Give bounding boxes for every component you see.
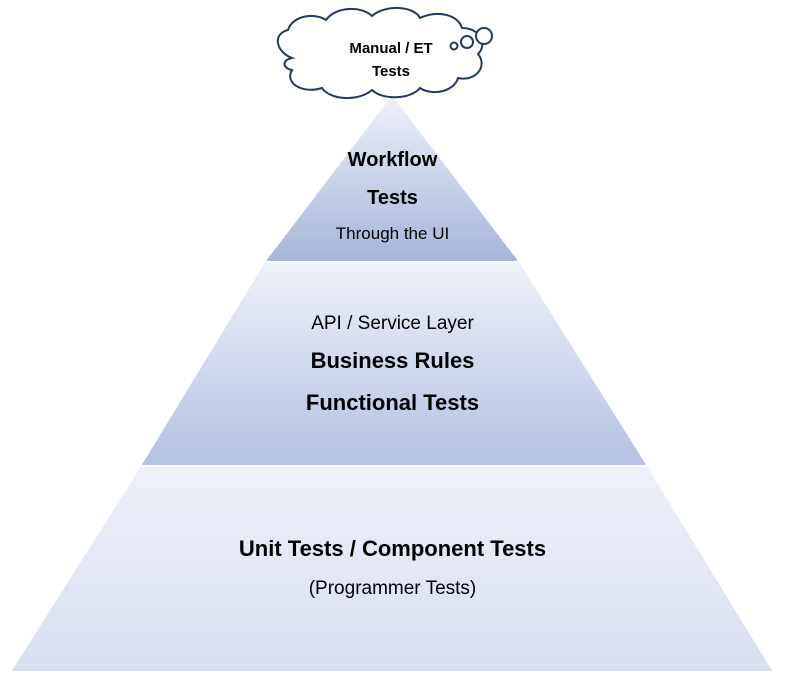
thought-bubble-medium	[460, 35, 474, 49]
bottom-tier-title: Unit Tests / Component Tests	[238, 536, 547, 561]
cloud-label-line2: Tests	[371, 63, 411, 80]
middle-tier-title-line1: Business Rules	[310, 348, 475, 373]
middle-tier-title-line2: Functional Tests	[305, 390, 480, 415]
middle-tier-subtitle: API / Service Layer	[311, 313, 474, 334]
cloud-shape	[277, 7, 484, 99]
top-tier-subtitle: Through the UI	[335, 224, 450, 243]
pyramid-tier-bottom	[8, 465, 776, 673]
top-tier-title-line2: Tests	[367, 187, 418, 209]
bottom-tier-subtitle: (Programmer Tests)	[308, 578, 477, 599]
cloud-label-line1: Manual / ET	[349, 40, 433, 57]
thought-cloud	[277, 7, 493, 99]
thought-bubble-large	[475, 27, 493, 45]
top-tier-title-line1: Workflow	[347, 149, 438, 171]
thought-bubble-small	[449, 41, 459, 51]
